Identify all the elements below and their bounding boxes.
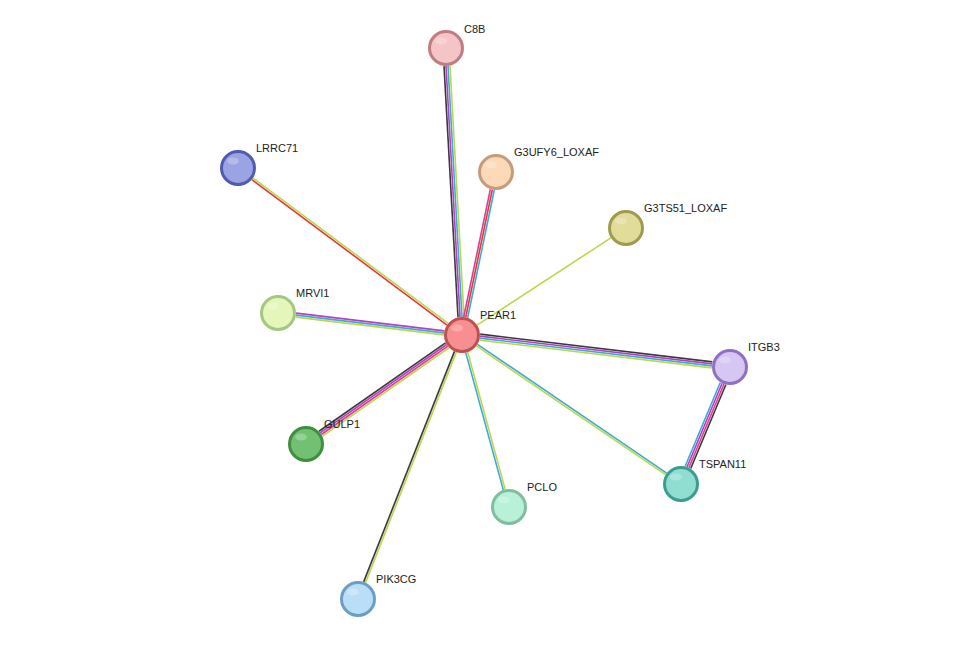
node-shape xyxy=(342,583,375,616)
node-circle xyxy=(712,349,748,385)
evidence-line xyxy=(477,238,611,325)
protein-node: LRRC71 xyxy=(220,150,256,186)
node-highlight xyxy=(295,434,307,441)
node-circle xyxy=(260,295,296,331)
node-label: ITGB3 xyxy=(748,341,780,354)
node-highlight xyxy=(485,162,497,169)
node-label: TSPAN11 xyxy=(699,458,746,471)
evidence-line xyxy=(366,352,457,583)
protein-node: GULP1 xyxy=(288,426,324,462)
evidence-line xyxy=(444,66,458,317)
interaction-edge xyxy=(444,66,464,317)
node-circle xyxy=(491,489,527,525)
node-highlight xyxy=(670,474,682,481)
node-circle xyxy=(444,317,480,353)
evidence-line xyxy=(322,348,448,436)
evidence-line xyxy=(691,385,726,469)
interaction-edge xyxy=(476,344,666,474)
evidence-line xyxy=(687,383,722,467)
node-shape xyxy=(446,319,479,352)
evidence-line xyxy=(685,382,720,466)
protein-node: C8B xyxy=(428,30,464,66)
node-label: PCLO xyxy=(527,481,557,494)
protein-node: G3UFY6_LOXAF xyxy=(478,154,514,190)
interaction-edge xyxy=(685,382,726,468)
evidence-line xyxy=(480,338,712,366)
node-shape xyxy=(493,491,526,524)
node-circle xyxy=(340,581,376,617)
interaction-edge xyxy=(364,351,457,582)
node-circle xyxy=(608,210,644,246)
protein-node: PEAR1 xyxy=(444,317,480,353)
node-label: G3TS51_LOXAF xyxy=(644,202,727,215)
node-shape xyxy=(430,32,463,65)
node-shape xyxy=(262,297,295,330)
evidence-line xyxy=(296,315,444,333)
node-shape xyxy=(480,156,513,189)
node-highlight xyxy=(227,158,239,165)
node-highlight xyxy=(719,357,731,364)
evidence-line xyxy=(480,336,712,364)
evidence-line xyxy=(466,353,504,490)
protein-node: TSPAN11 xyxy=(663,466,699,502)
evidence-line xyxy=(364,351,455,582)
protein-node: PCLO xyxy=(491,489,527,525)
node-label: PIK3CG xyxy=(376,573,416,586)
node-shape xyxy=(610,212,643,245)
node-circle xyxy=(428,30,464,66)
node-shape xyxy=(665,468,698,501)
evidence-line xyxy=(296,313,444,331)
evidence-line xyxy=(476,346,665,475)
node-circle xyxy=(220,150,256,186)
node-highlight xyxy=(267,303,279,310)
node-label: LRRC71 xyxy=(256,142,298,155)
interaction-edge xyxy=(480,334,713,368)
evidence-line xyxy=(446,66,460,317)
node-circle xyxy=(288,426,324,462)
node-highlight xyxy=(451,325,463,332)
evidence-line xyxy=(468,352,506,489)
evidence-line xyxy=(466,190,493,318)
node-shape xyxy=(222,152,255,185)
node-label: G3UFY6_LOXAF xyxy=(514,146,599,159)
protein-node: ITGB3 xyxy=(712,349,748,385)
protein-node: MRVI1 xyxy=(260,295,296,331)
evidence-line xyxy=(464,189,491,317)
evidence-line xyxy=(480,334,712,362)
node-shape xyxy=(290,428,323,461)
node-label: PEAR1 xyxy=(480,309,516,322)
protein-node: G3TS51_LOXAF xyxy=(608,210,644,246)
node-circle xyxy=(478,154,514,190)
node-label: MRVI1 xyxy=(296,287,329,300)
node-highlight xyxy=(498,497,510,504)
node-shape xyxy=(714,351,747,384)
evidence-line xyxy=(319,343,445,431)
evidence-line xyxy=(477,344,666,473)
node-label: C8B xyxy=(464,23,485,36)
evidence-line xyxy=(450,66,464,317)
evidence-line xyxy=(296,317,444,335)
interaction-edge xyxy=(296,313,445,335)
interaction-edge xyxy=(466,352,505,490)
node-label: GULP1 xyxy=(324,418,360,431)
protein-node: PIK3CG xyxy=(340,581,376,617)
evidence-line xyxy=(468,190,495,318)
node-highlight xyxy=(435,38,447,45)
evidence-line xyxy=(480,340,712,368)
node-highlight xyxy=(615,218,627,225)
interaction-edge xyxy=(464,189,495,318)
evidence-line xyxy=(689,384,724,468)
node-circle xyxy=(663,466,699,502)
evidence-line xyxy=(448,66,462,317)
interaction-edge xyxy=(477,238,611,325)
node-highlight xyxy=(347,589,359,596)
